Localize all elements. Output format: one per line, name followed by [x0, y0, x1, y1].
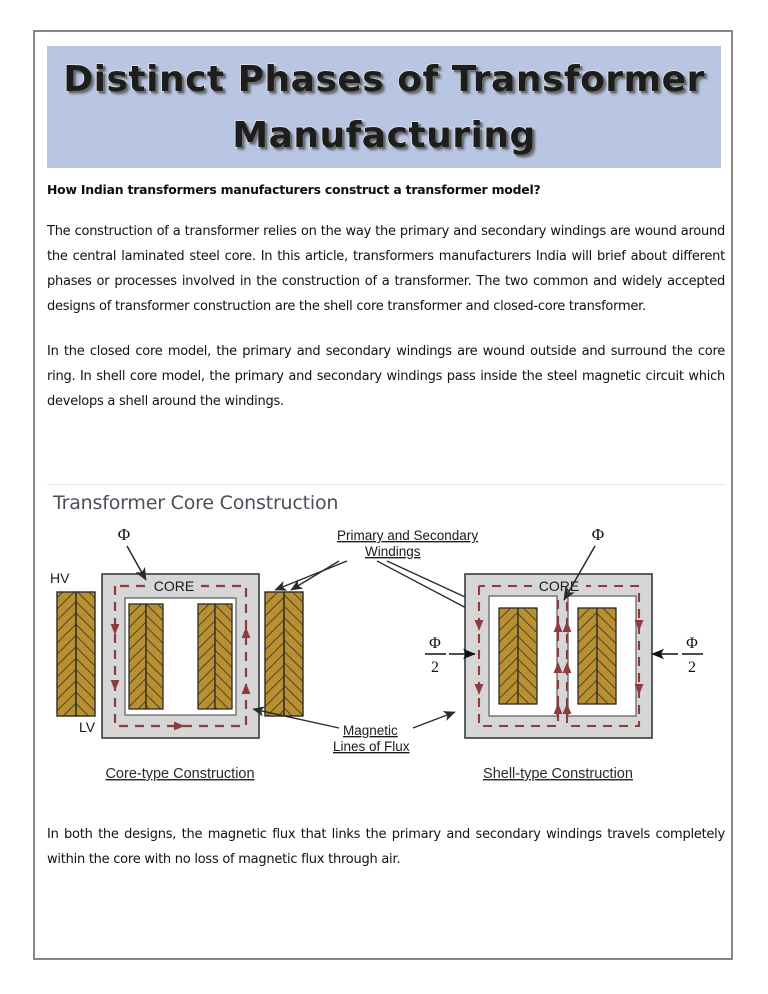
transformer-diagram: CORE HV LV Φ Core-type Construction Prim…	[50, 528, 703, 782]
core-type-lv-label: LV	[79, 719, 96, 735]
page-title: Distinct Phases of Transformer Manufactu…	[63, 58, 705, 156]
paragraph-1: The construction of a transformer relies…	[47, 224, 725, 314]
core-type-phi-label: Φ	[118, 528, 130, 544]
shell-type-diagram: CORE Φ Φ 2 Φ 2	[425, 528, 703, 782]
core-type-core-label-bg	[147, 577, 201, 595]
shell-type-flux-path-left	[477, 584, 560, 728]
flux-callout-line2: Lines of Flux	[333, 739, 410, 754]
core-type-caption: Core-type Construction	[105, 766, 254, 782]
shell-type-phi-half-left: Φ 2	[425, 635, 476, 676]
shell-type-phi-label: Φ	[592, 528, 604, 544]
figure-heading: Transformer Core Construction	[53, 492, 339, 514]
shell-type-phi-half-left-numerator: Φ	[429, 635, 441, 652]
paragraph-2: In the closed core model, the primary an…	[47, 344, 725, 409]
core-type-flux-arrows	[110, 624, 251, 731]
core-type-inner-winding-left	[128, 603, 164, 710]
shell-type-winding-left	[498, 607, 538, 705]
core-type-outer-winding-left	[56, 591, 96, 717]
lead-question: How Indian transformers manufacturers co…	[47, 182, 541, 197]
title-banner: Distinct Phases of Transformer Manufactu…	[47, 46, 721, 168]
core-type-inner-winding-right	[197, 603, 233, 710]
core-type-diagram: CORE HV LV Φ Core-type Construction	[50, 528, 304, 782]
windings-leader-2	[274, 560, 348, 591]
shell-type-caption: Shell-type Construction	[483, 766, 633, 782]
shell-type-flux-arrows	[474, 620, 644, 714]
core-type-outer-winding-right	[264, 591, 304, 717]
shell-type-phi-half-right: Φ 2	[651, 635, 703, 676]
shell-type-phi-half-left-denominator: 2	[431, 659, 439, 676]
flux-leader-right	[412, 711, 456, 729]
core-type-hv-label: HV	[50, 570, 70, 586]
shell-type-phi-half-right-numerator: Φ	[686, 635, 698, 652]
closing-section: In both the designs, the magnetic flux t…	[47, 822, 725, 892]
shell-type-phi-half-right-denominator: 2	[688, 659, 696, 676]
windings-callout-line2: Windings	[365, 544, 421, 559]
flux-leader-left	[252, 706, 340, 729]
figure-canvas: CORE HV LV Φ Core-type Construction Prim…	[47, 528, 725, 814]
flux-callout: Magnetic Lines of Flux	[252, 706, 456, 754]
document-page: Distinct Phases of Transformer Manufactu…	[33, 30, 733, 960]
windings-leader-1	[290, 560, 340, 591]
shell-type-flux-path-right	[565, 584, 641, 728]
flux-callout-line1: Magnetic	[343, 723, 398, 738]
shell-type-winding-right	[577, 607, 617, 705]
shell-type-core-label: CORE	[539, 578, 579, 594]
core-type-core-label: CORE	[154, 578, 194, 594]
core-type-phi-leader	[126, 545, 147, 581]
shell-type-phi-leader	[563, 545, 596, 601]
figure-divider	[47, 484, 725, 485]
figure-transformer-core-construction: Transformer Core Construction	[47, 484, 725, 814]
core-type-flux-path	[113, 584, 248, 728]
article-body: How Indian transformers manufacturers co…	[47, 182, 725, 434]
closing-paragraph: In both the designs, the magnetic flux t…	[47, 827, 725, 867]
windings-callout-line1: Primary and Secondary	[337, 528, 478, 543]
